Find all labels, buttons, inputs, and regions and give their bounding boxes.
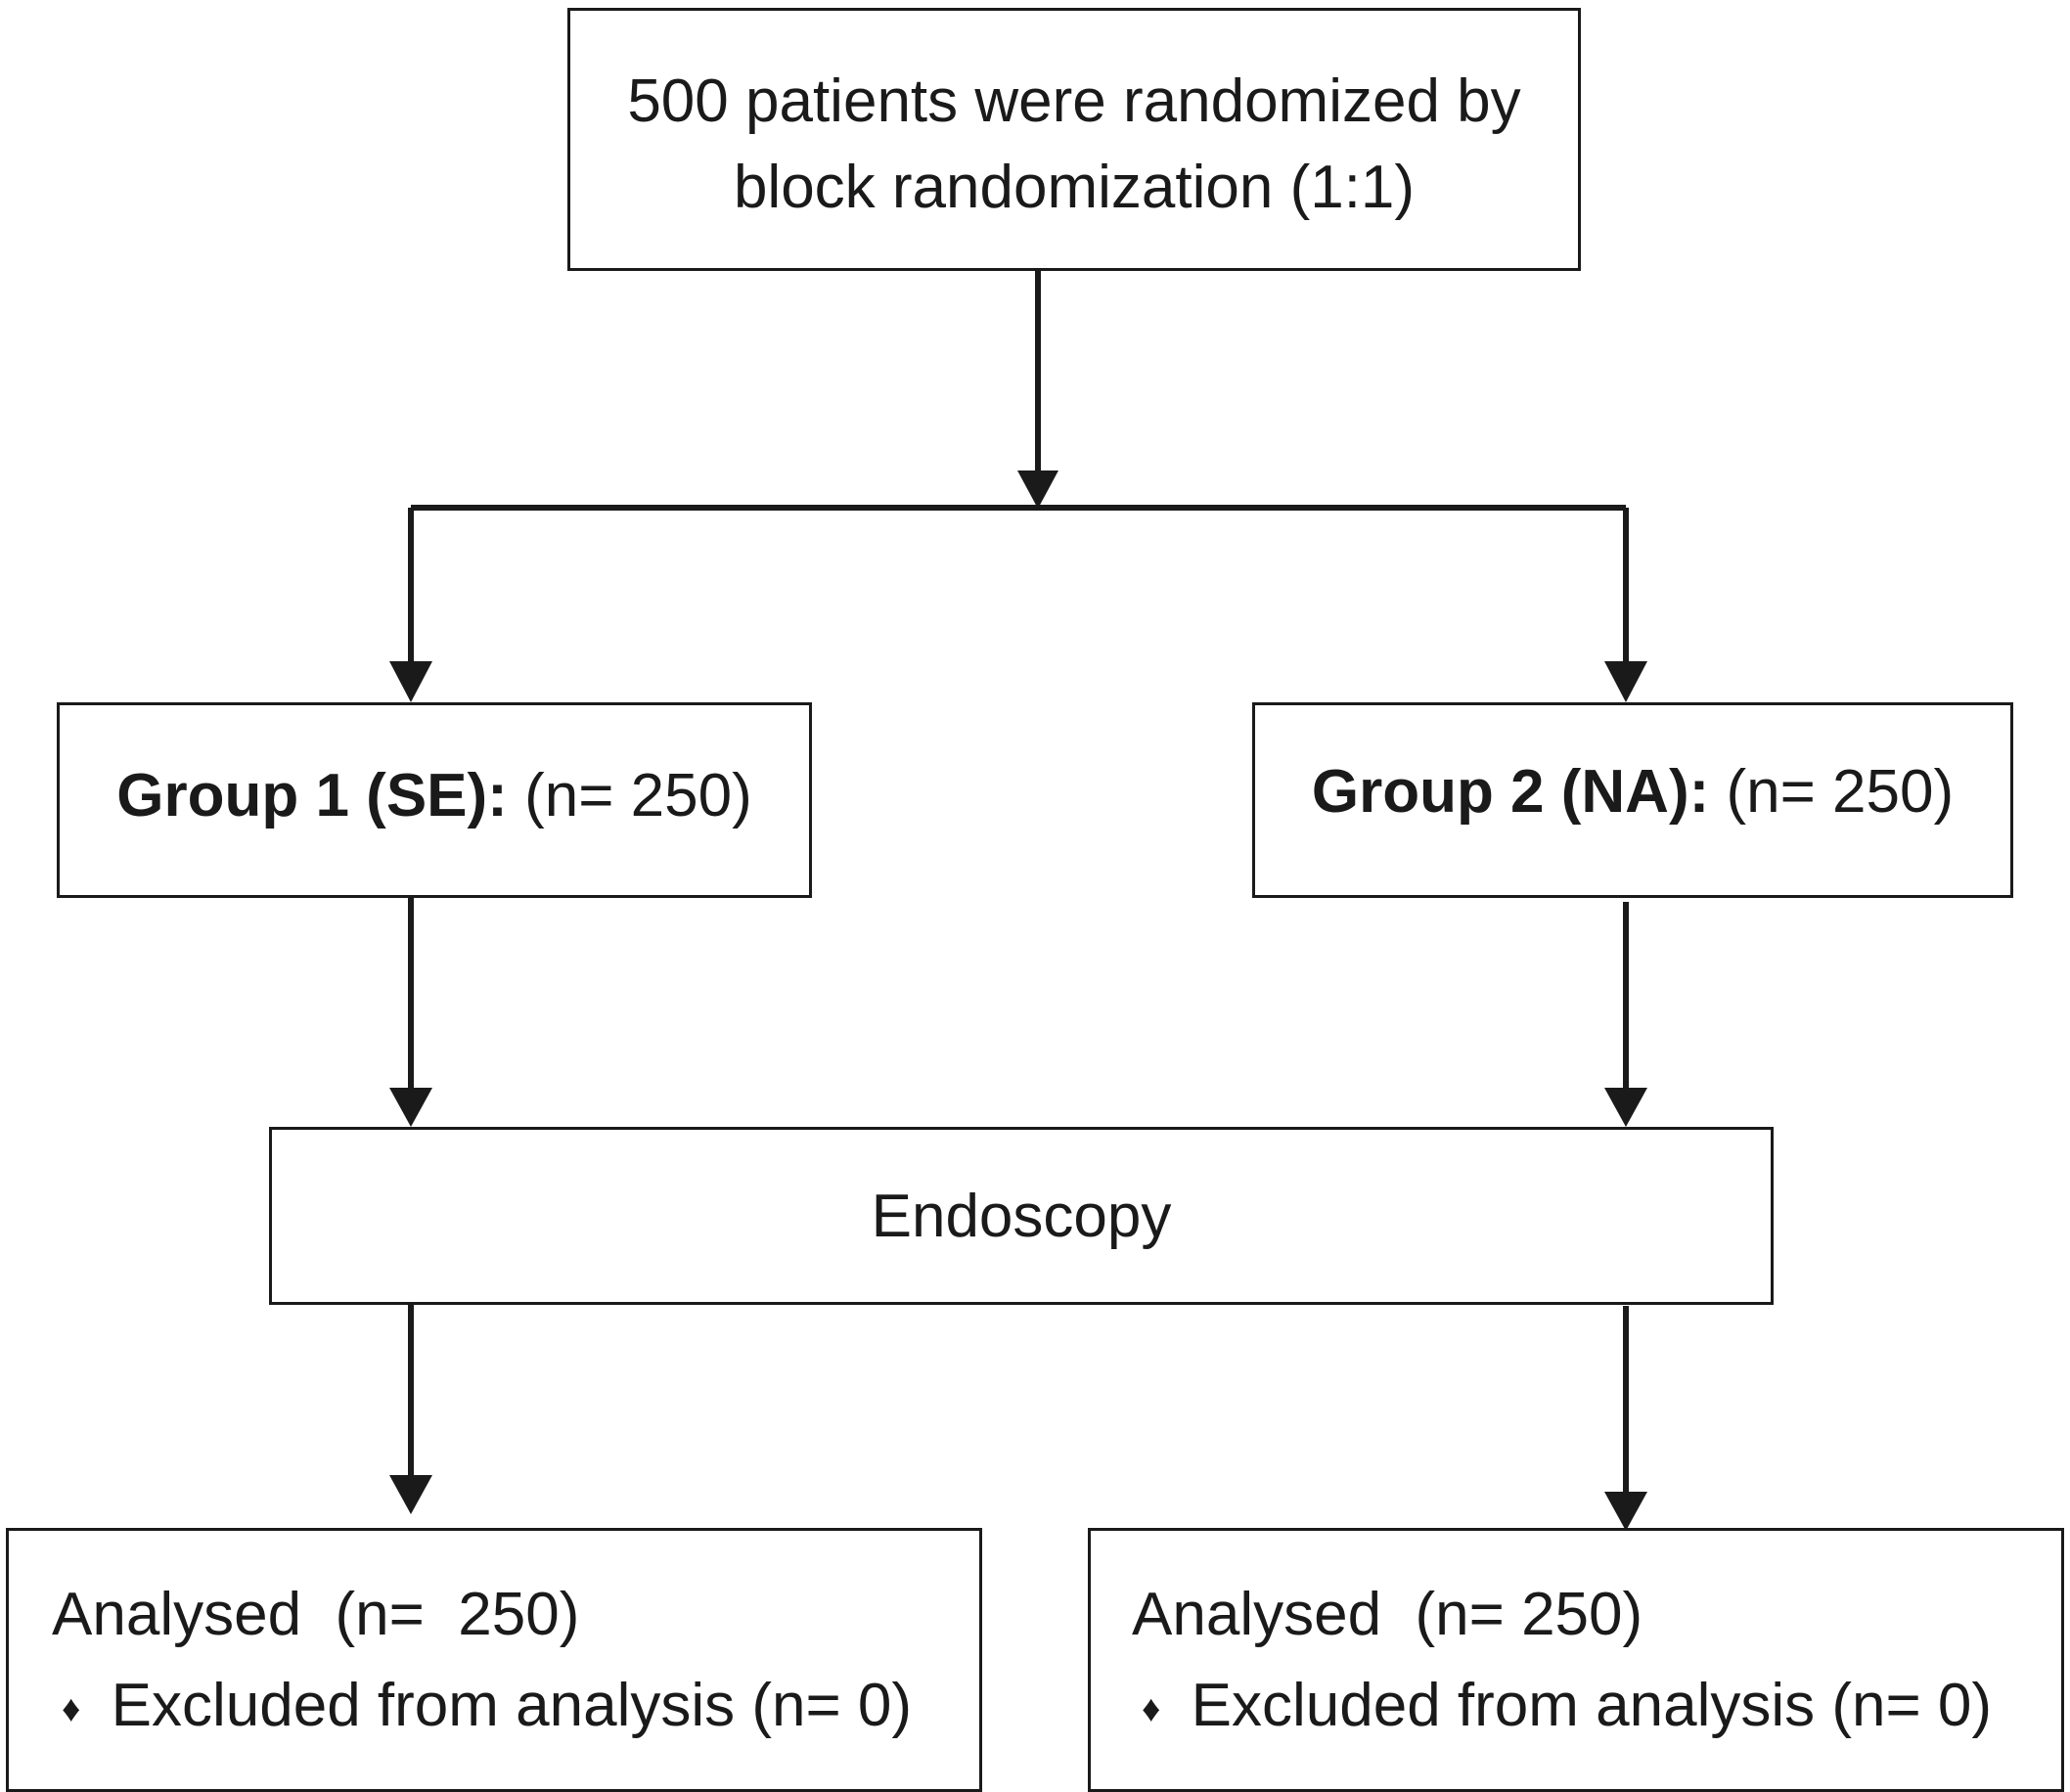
- arrowhead-group1: [389, 661, 432, 702]
- arrowhead-group2: [1604, 661, 1647, 702]
- group2-count: (n= 250): [1726, 758, 1955, 826]
- outcome-right-excluded: Excluded from analysis (n= 0): [1191, 1672, 1993, 1739]
- group2-box: Group 2 (NA): (n= 250): [1252, 702, 2013, 898]
- arrowhead-endo-right: [1604, 1088, 1647, 1127]
- group1-text: Group 1 (SE): (n= 250): [60, 766, 809, 827]
- randomization-line-2: block randomization (1:1): [733, 154, 1416, 221]
- outcome-right-excluded-row: ♦ Excluded from analysis (n= 0): [1142, 1676, 1992, 1736]
- group1-count: (n= 250): [524, 762, 752, 829]
- arrowhead-outcome-right: [1604, 1492, 1647, 1531]
- outcome-left-box: Analysed (n= 250) ♦ Excluded from analys…: [6, 1528, 982, 1792]
- arrowhead-outcome-left: [389, 1475, 432, 1514]
- outcome-right-analysed: Analysed (n= 250): [1132, 1581, 1643, 1648]
- group1-label: Group 1 (SE):: [116, 762, 508, 829]
- randomization-box: 500 patients were randomized by block ra…: [567, 8, 1581, 271]
- randomization-line-1: 500 patients were randomized by: [627, 67, 1521, 135]
- outcome-left-excluded: Excluded from analysis (n= 0): [111, 1672, 913, 1739]
- arrowhead-endo-left: [389, 1088, 432, 1127]
- arrowhead-top: [1017, 470, 1058, 509]
- bullet-icon: ♦: [1142, 1688, 1161, 1730]
- outcome-left-analysed: Analysed (n= 250): [52, 1581, 580, 1648]
- bullet-icon: ♦: [62, 1688, 81, 1730]
- outcome-left-excluded-row: ♦ Excluded from analysis (n= 0): [62, 1676, 912, 1736]
- group2-label: Group 2 (NA):: [1311, 758, 1710, 826]
- group2-text: Group 2 (NA): (n= 250): [1255, 762, 2010, 823]
- group1-box: Group 1 (SE): (n= 250): [57, 702, 812, 898]
- endoscopy-box: Endoscopy: [269, 1127, 1774, 1305]
- endoscopy-label: Endoscopy: [871, 1183, 1172, 1250]
- outcome-right-box: Analysed (n= 250) ♦ Excluded from analys…: [1088, 1528, 2064, 1792]
